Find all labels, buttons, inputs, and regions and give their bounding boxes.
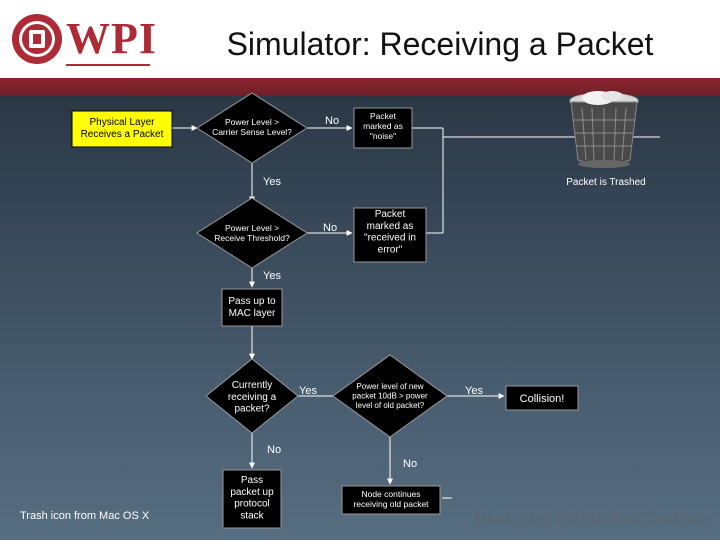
- collision-label: Collision!: [520, 393, 565, 405]
- logo-underline: [66, 64, 150, 66]
- noise-box: [353, 107, 413, 149]
- wpi-seal-icon: [12, 14, 62, 64]
- slide-title: Simulator: Receiving a Packet: [226, 26, 654, 62]
- trash-label: Packet is Trashed: [566, 177, 645, 188]
- decision-carrier-label: Power Level >Carrier Sense Level?: [212, 117, 292, 137]
- stack-box: [222, 469, 282, 529]
- no-label-1: No: [325, 115, 339, 127]
- decision-carrier-sense: [196, 92, 308, 164]
- header: WPI Simulator: Receiving a Packet: [0, 0, 720, 78]
- yes-label-3: Yes: [299, 385, 317, 397]
- error-box: [353, 207, 427, 263]
- yes-label-4: Yes: [465, 385, 483, 397]
- footer-brand: Worcester Polytechnic Institute: [474, 508, 713, 529]
- content-background: [0, 96, 720, 540]
- continue-box: [341, 485, 441, 515]
- no-label-4: No: [403, 458, 417, 470]
- decision-power: [332, 354, 448, 438]
- trash-can-icon: [569, 91, 639, 168]
- decision-threshold-label: Power Level >Receive Threshold?: [214, 223, 290, 243]
- no-label-3: No: [267, 444, 281, 456]
- wpi-logo: WPI: [66, 14, 157, 63]
- no-label-2: No: [323, 222, 337, 234]
- mac-box: [221, 288, 283, 327]
- decision-receiving: [205, 358, 299, 434]
- yes-label-2: Yes: [263, 270, 281, 282]
- footer-note: Trash icon from Mac OS X: [20, 510, 150, 522]
- start-box: [71, 110, 173, 148]
- header-divider: [0, 78, 720, 96]
- decision-threshold: [196, 197, 308, 269]
- collision-box: [505, 385, 579, 411]
- yes-label-1: Yes: [263, 176, 281, 188]
